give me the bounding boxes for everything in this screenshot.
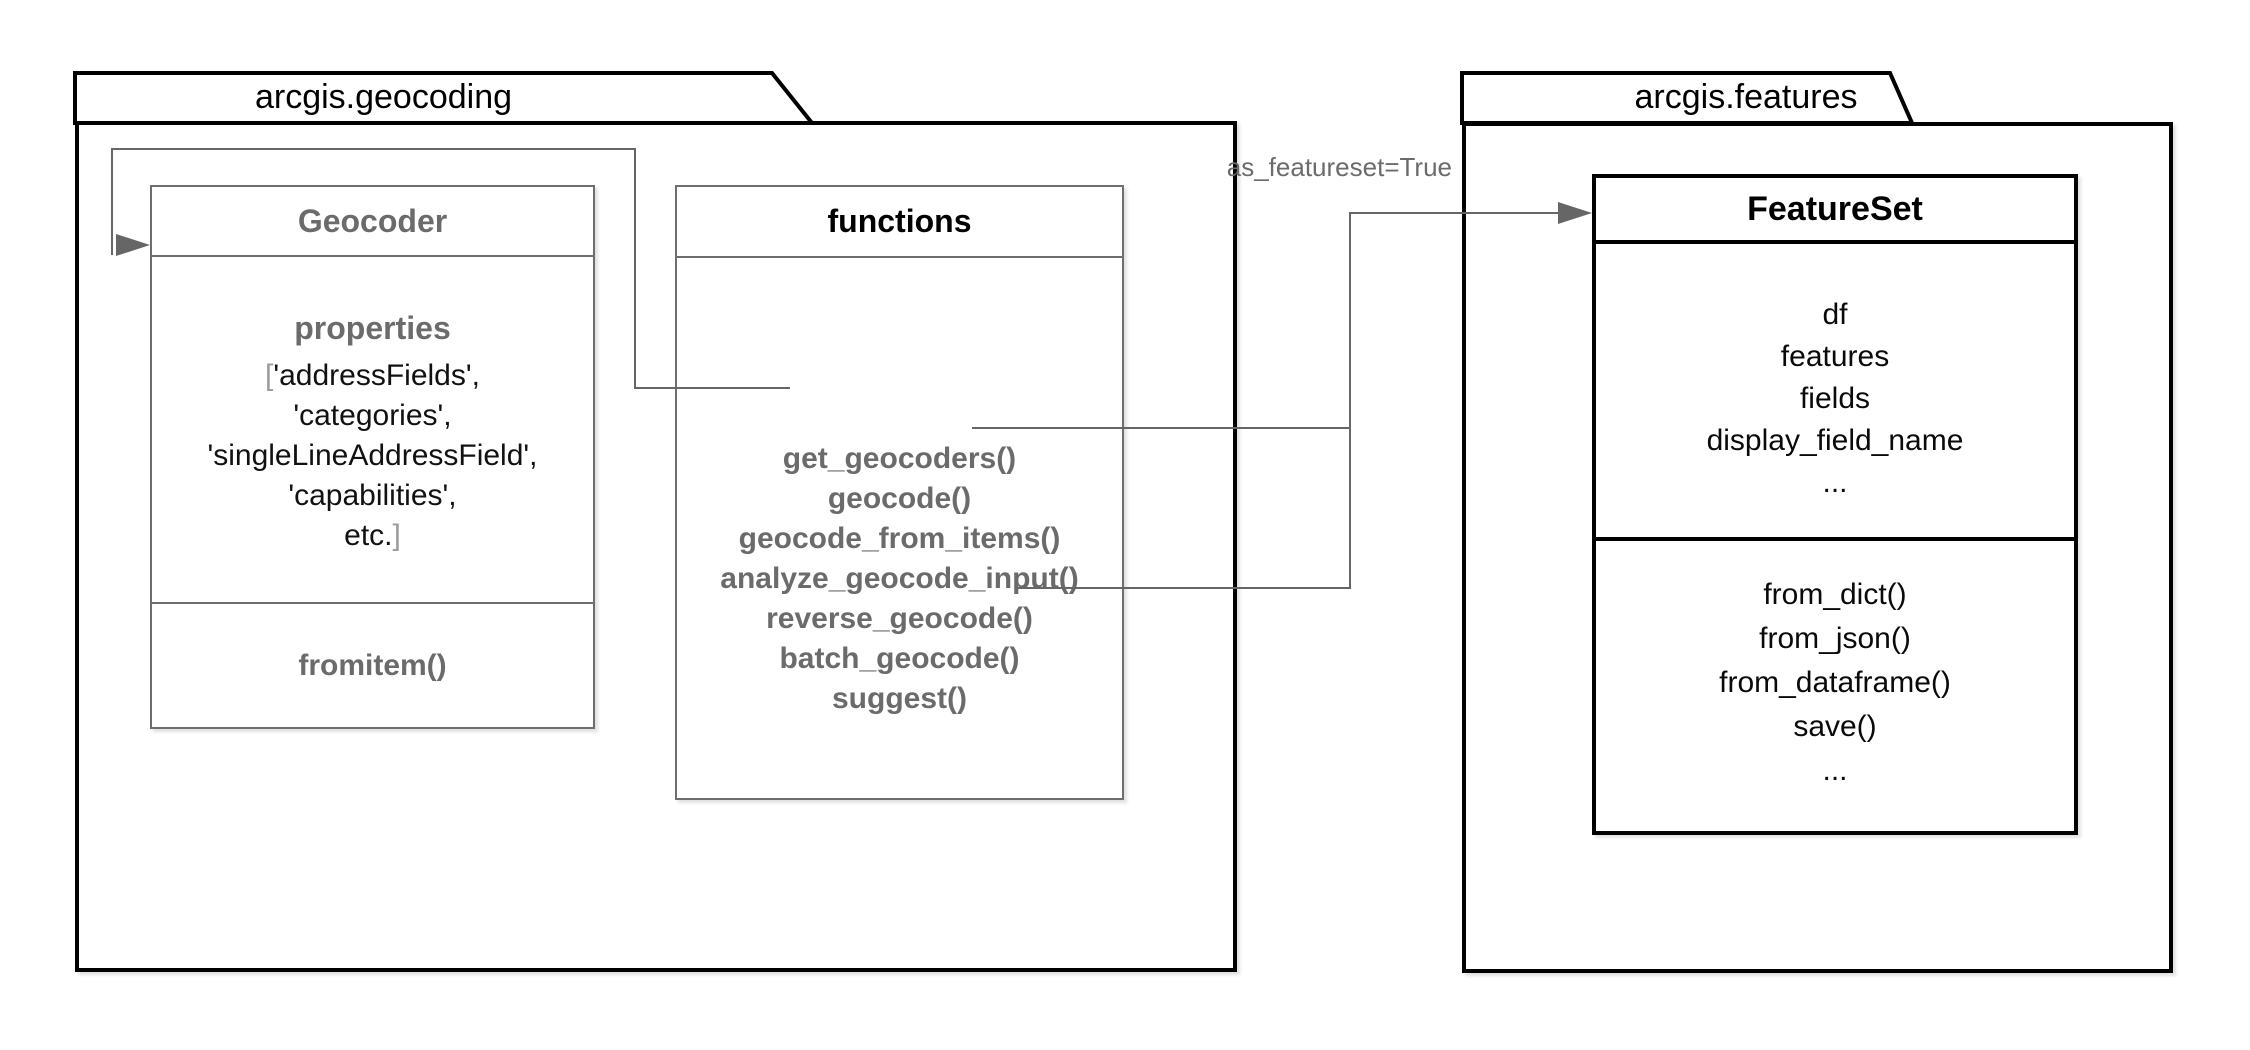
geocoder-property-line: 'capabilities', (288, 479, 457, 512)
geocoder-property-line: ['addressFields', (265, 359, 480, 392)
function-item-geocode: geocode() (827, 482, 972, 515)
class-geocoder: Geocoder properties ['addressFields', 'c… (150, 185, 595, 729)
function-item-suggest: suggest() (832, 682, 967, 715)
featureset-property-fields: fields (1799, 382, 1871, 415)
function-item-reverse-geocode: reverse_geocode() (766, 602, 1033, 635)
package-features-tab (1460, 71, 1916, 125)
function-item-analyze-geocode-input: analyze_geocode_input() (720, 562, 1079, 595)
featureset-method-from-dict: from_dict() (1763, 578, 1907, 611)
geocoder-property-line: 'categories', (293, 399, 452, 432)
function-item-batch-geocode: batch_geocode() (779, 642, 1020, 675)
featureset-properties: df features fields display_field_name ..… (1596, 244, 2074, 541)
featureset-property-display-field-name: display_field_name (1706, 424, 1964, 457)
connector-getgeocoders-segment-a (635, 387, 790, 389)
function-item-geocode-from-items: geocode_from_items() (738, 522, 1061, 555)
package-geocoding-label: arcgis.geocoding (254, 77, 513, 116)
edge-label-as-featureset: as_featureset=True (1226, 152, 1452, 182)
featureset-method-ellipsis: ... (1822, 754, 1848, 787)
function-item-get-geocoders: get_geocoders() (782, 442, 1017, 475)
class-functions-title: functions (677, 187, 1122, 258)
class-geocoder-properties: properties ['addressFields', 'categories… (152, 257, 593, 604)
featureset-method-save: save() (1793, 710, 1877, 743)
geocoder-properties-label: properties (294, 310, 451, 346)
class-featureset: FeatureSet df features fields display_fi… (1592, 174, 2078, 835)
featureset-property-df: df (1822, 298, 1848, 331)
featureset-methods: from_dict() from_json() from_dataframe()… (1596, 541, 2074, 831)
connector-batchgeocode-segment (1018, 587, 1351, 589)
arrowhead-into-featureset (1558, 202, 1592, 224)
geocoder-method-fromitem: fromitem() (298, 648, 447, 682)
featureset-property-ellipsis: ... (1822, 466, 1848, 499)
connector-geocode-segment (972, 427, 1351, 429)
featureset-method-from-dataframe: from_dataframe() (1719, 666, 1951, 699)
bracket-open: [ (265, 359, 274, 392)
featureset-method-from-json: from_json() (1759, 622, 1911, 655)
geocoder-property-line: 'singleLineAddressField', (207, 439, 538, 472)
package-geocoding-tab (73, 71, 817, 125)
bracket-close: ] (392, 519, 401, 552)
featureset-property-features: features (1780, 340, 1890, 373)
connector-getgeocoders-segment-b (634, 148, 636, 389)
class-featureset-title: FeatureSet (1596, 178, 2074, 244)
class-geocoder-title: Geocoder (152, 187, 593, 257)
connector-getgeocoders-segment-d (111, 148, 113, 255)
connector-getgeocoders-segment-c (112, 148, 636, 150)
connector-featureset-horizontal (1350, 212, 1560, 214)
package-features-label: arcgis.features (1634, 77, 1858, 116)
connector-featureset-vertical (1349, 212, 1351, 589)
class-functions: functions get_geocoders() geocode() geoc… (675, 185, 1124, 800)
arrowhead-into-geocoder (116, 234, 150, 256)
geocoder-property-line: etc.] (344, 519, 401, 552)
